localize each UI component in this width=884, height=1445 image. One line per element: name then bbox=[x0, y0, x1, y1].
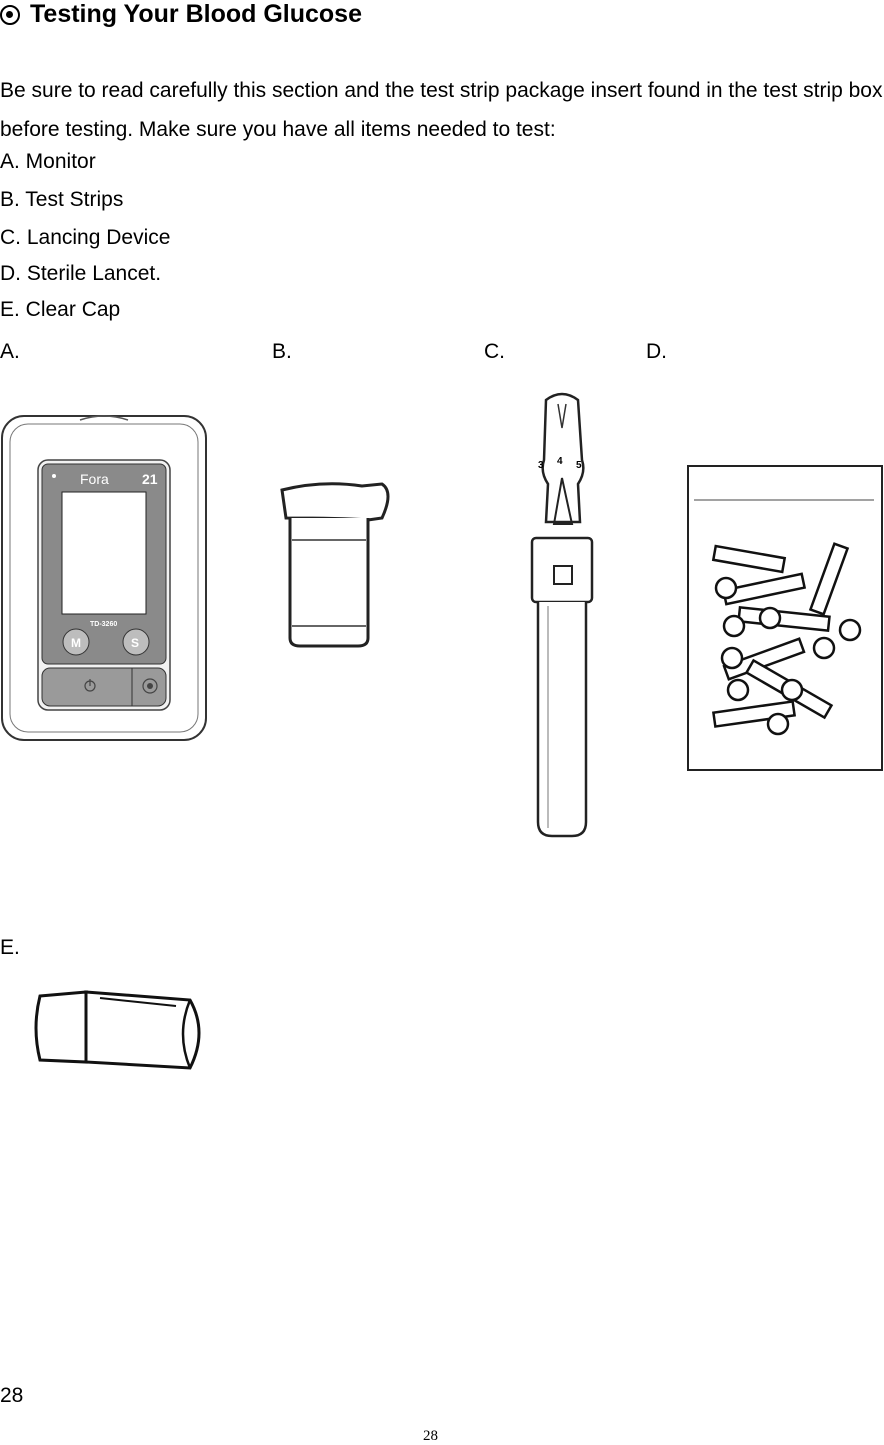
monitor-illustration: Fora 21 TD-3260 M S bbox=[1, 415, 207, 741]
list-item: C. Lancing Device bbox=[0, 226, 171, 249]
monitor-m-button: M bbox=[71, 636, 81, 650]
list-item: B. Test Strips bbox=[0, 188, 124, 211]
page-number: 28 bbox=[0, 1384, 24, 1407]
picture-label-e: E. bbox=[0, 936, 20, 959]
picture-label-a: A. bbox=[0, 340, 20, 363]
clear-cap-illustration bbox=[34, 990, 201, 1070]
list-item: D. Sterile Lancet. bbox=[0, 262, 162, 285]
section-title: Testing Your Blood Glucose bbox=[0, 0, 362, 29]
test-strip-vial-illustration bbox=[280, 482, 390, 648]
depth-mark: 4 bbox=[557, 456, 563, 467]
monitor-logo: 21 bbox=[142, 471, 158, 487]
sterile-lancets-illustration bbox=[687, 465, 883, 771]
picture-label-c: C. bbox=[484, 340, 505, 363]
section-title-text: Testing Your Blood Glucose bbox=[30, 0, 362, 28]
list-item: E. Clear Cap bbox=[0, 298, 121, 321]
voice-icon bbox=[142, 678, 158, 694]
intro-paragraph: Be sure to read carefully this section a… bbox=[0, 79, 883, 141]
depth-mark: 5 bbox=[576, 460, 582, 471]
monitor-s-button: S bbox=[131, 636, 139, 650]
circle-bullet-icon bbox=[0, 4, 20, 25]
lancing-device-illustration: 3 4 5 bbox=[530, 392, 594, 838]
monitor-brand: Fora bbox=[80, 471, 109, 487]
depth-mark: 3 bbox=[538, 460, 544, 471]
picture-label-b: B. bbox=[272, 340, 292, 363]
monitor-model: TD-3260 bbox=[90, 621, 117, 628]
picture-label-d: D. bbox=[646, 340, 667, 363]
list-item: A. Monitor bbox=[0, 150, 96, 173]
page-number-center: 28 bbox=[423, 1428, 438, 1444]
